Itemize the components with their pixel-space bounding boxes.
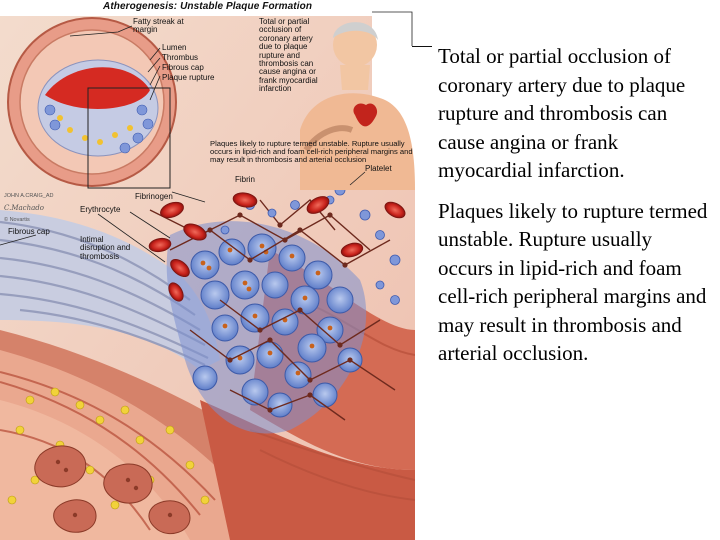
label-erythrocyte: Erythrocyte xyxy=(80,205,121,214)
label-thrombus: Thrombus xyxy=(162,53,199,62)
label-occlusion: Total or partial occlusion of coronary a… xyxy=(259,17,318,94)
pointer-arrow xyxy=(412,46,432,47)
signature-3: © Novartis xyxy=(4,217,30,223)
label-fibrous-cap-top: Fibrous cap xyxy=(162,63,204,72)
signature-1: JOHN A.CRAIG_AD xyxy=(4,193,54,199)
label-platelet: Platelet xyxy=(365,164,392,173)
plaque-illustration: Atherogenesis: Unstable Plaque Formation… xyxy=(0,0,415,540)
label-intimal-disruption: Intimal disruption and thrombosis xyxy=(80,235,131,261)
label-fatty-streak: Fatty streak at margin xyxy=(133,17,184,35)
description-paragraph-2: Plaques likely to rupture termed unstabl… xyxy=(438,198,708,366)
description-paragraph-1: Total or partial occlusion of coronary a… xyxy=(438,44,686,182)
label-plaques-caption: Plaques likely to rupture termed unstabl… xyxy=(210,139,413,164)
description-panel: Total or partial occlusion of coronary a… xyxy=(438,42,708,380)
label-plaque-rupture: Plaque rupture xyxy=(162,73,215,82)
label-lumen: Lumen xyxy=(162,43,187,52)
label-fibrinogen: Fibrinogen xyxy=(135,192,173,201)
label-fibrin: Fibrin xyxy=(235,175,256,184)
label-fibrous-cap-left: Fibrous cap xyxy=(8,227,50,236)
figure-title: Atherogenesis: Unstable Plaque Formation xyxy=(103,1,313,12)
signature-2: C.Machado xyxy=(4,204,44,212)
illustration-art xyxy=(0,0,415,540)
